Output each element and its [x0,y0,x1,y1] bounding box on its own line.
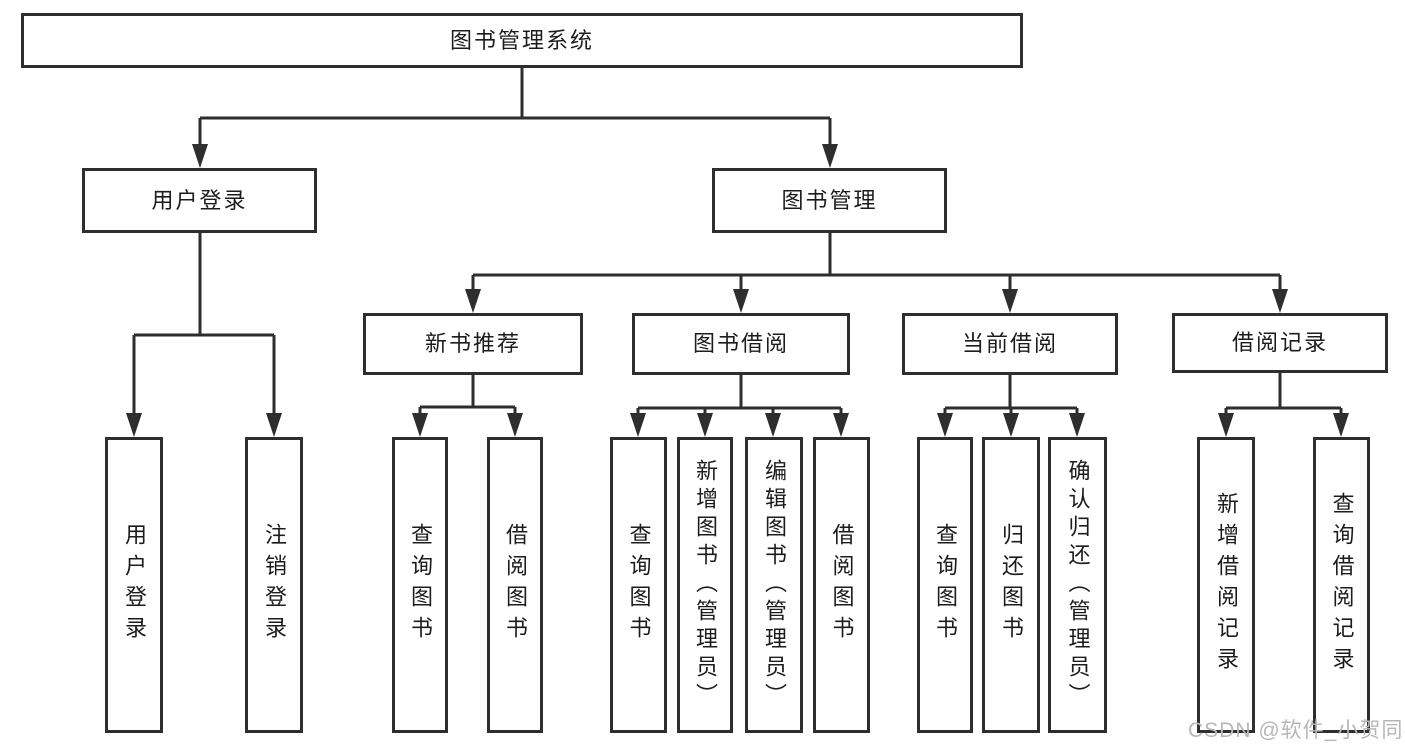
node-user-login: 用户登录 [82,168,317,233]
leaf-user-login: 用户登录 [105,437,163,733]
leaf-query-borrow-record: 查询借阅记录 [1313,437,1370,733]
leaf-add-book-admin: 新增图书（管理员） [677,437,733,733]
node-new-book-recommend: 新书推荐 [363,313,583,375]
leaf-borrow-book-recommend: 借阅图书 [487,437,543,733]
node-system-root: 图书管理系统 [21,13,1023,68]
node-borrow-record: 借阅记录 [1172,313,1388,373]
node-current-borrow: 当前借阅 [902,313,1118,375]
leaf-return-book: 归还图书 [982,437,1040,733]
leaf-edit-book-admin: 编辑图书（管理员） [745,437,803,733]
node-book-management: 图书管理 [712,168,947,233]
csdn-watermark: CSDN @软件_小贺同学 [1188,719,1405,742]
leaf-confirm-return-admin: 确认归还（管理员） [1048,437,1107,733]
leaf-add-borrow-record: 新增借阅记录 [1197,437,1255,733]
node-book-borrow: 图书借阅 [632,313,850,375]
leaf-query-book-current: 查询图书 [917,437,973,733]
leaf-logout: 注销登录 [245,437,303,733]
leaf-query-book-recommend: 查询图书 [392,437,448,733]
leaf-query-book-borrow: 查询图书 [610,437,667,733]
leaf-borrow-book-borrow: 借阅图书 [813,437,870,733]
